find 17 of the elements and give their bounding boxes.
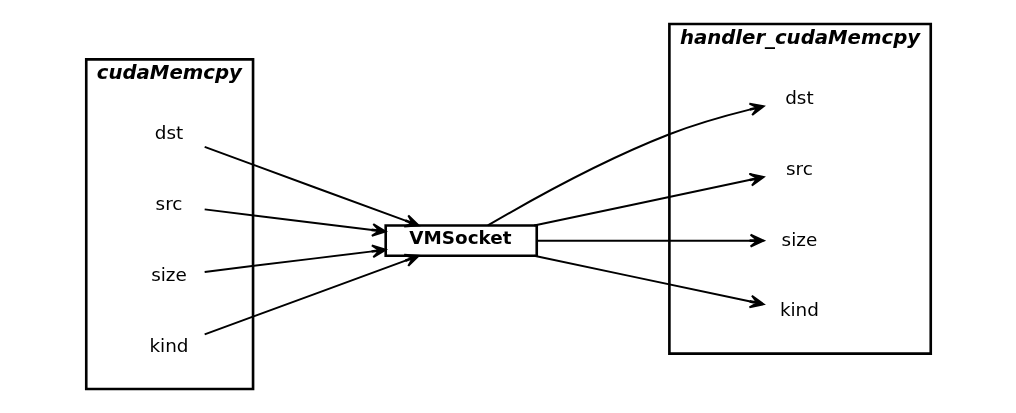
node-text: dst <box>154 122 183 144</box>
arrow <box>486 102 765 227</box>
node-box: VMSocket <box>383 224 538 258</box>
node-text: kind <box>148 334 189 356</box>
arrow <box>203 253 420 336</box>
node-text: size <box>781 228 817 250</box>
arrow <box>203 208 387 237</box>
arrow <box>532 254 765 309</box>
arrow <box>532 172 765 227</box>
node-text: dst <box>784 86 814 108</box>
arrow <box>203 244 387 273</box>
node-text: size <box>150 263 187 285</box>
node-text: src <box>785 157 813 179</box>
node-text: kind <box>779 299 819 321</box>
node-text: src <box>155 193 182 215</box>
arrow <box>203 145 420 228</box>
arrow <box>535 233 765 248</box>
